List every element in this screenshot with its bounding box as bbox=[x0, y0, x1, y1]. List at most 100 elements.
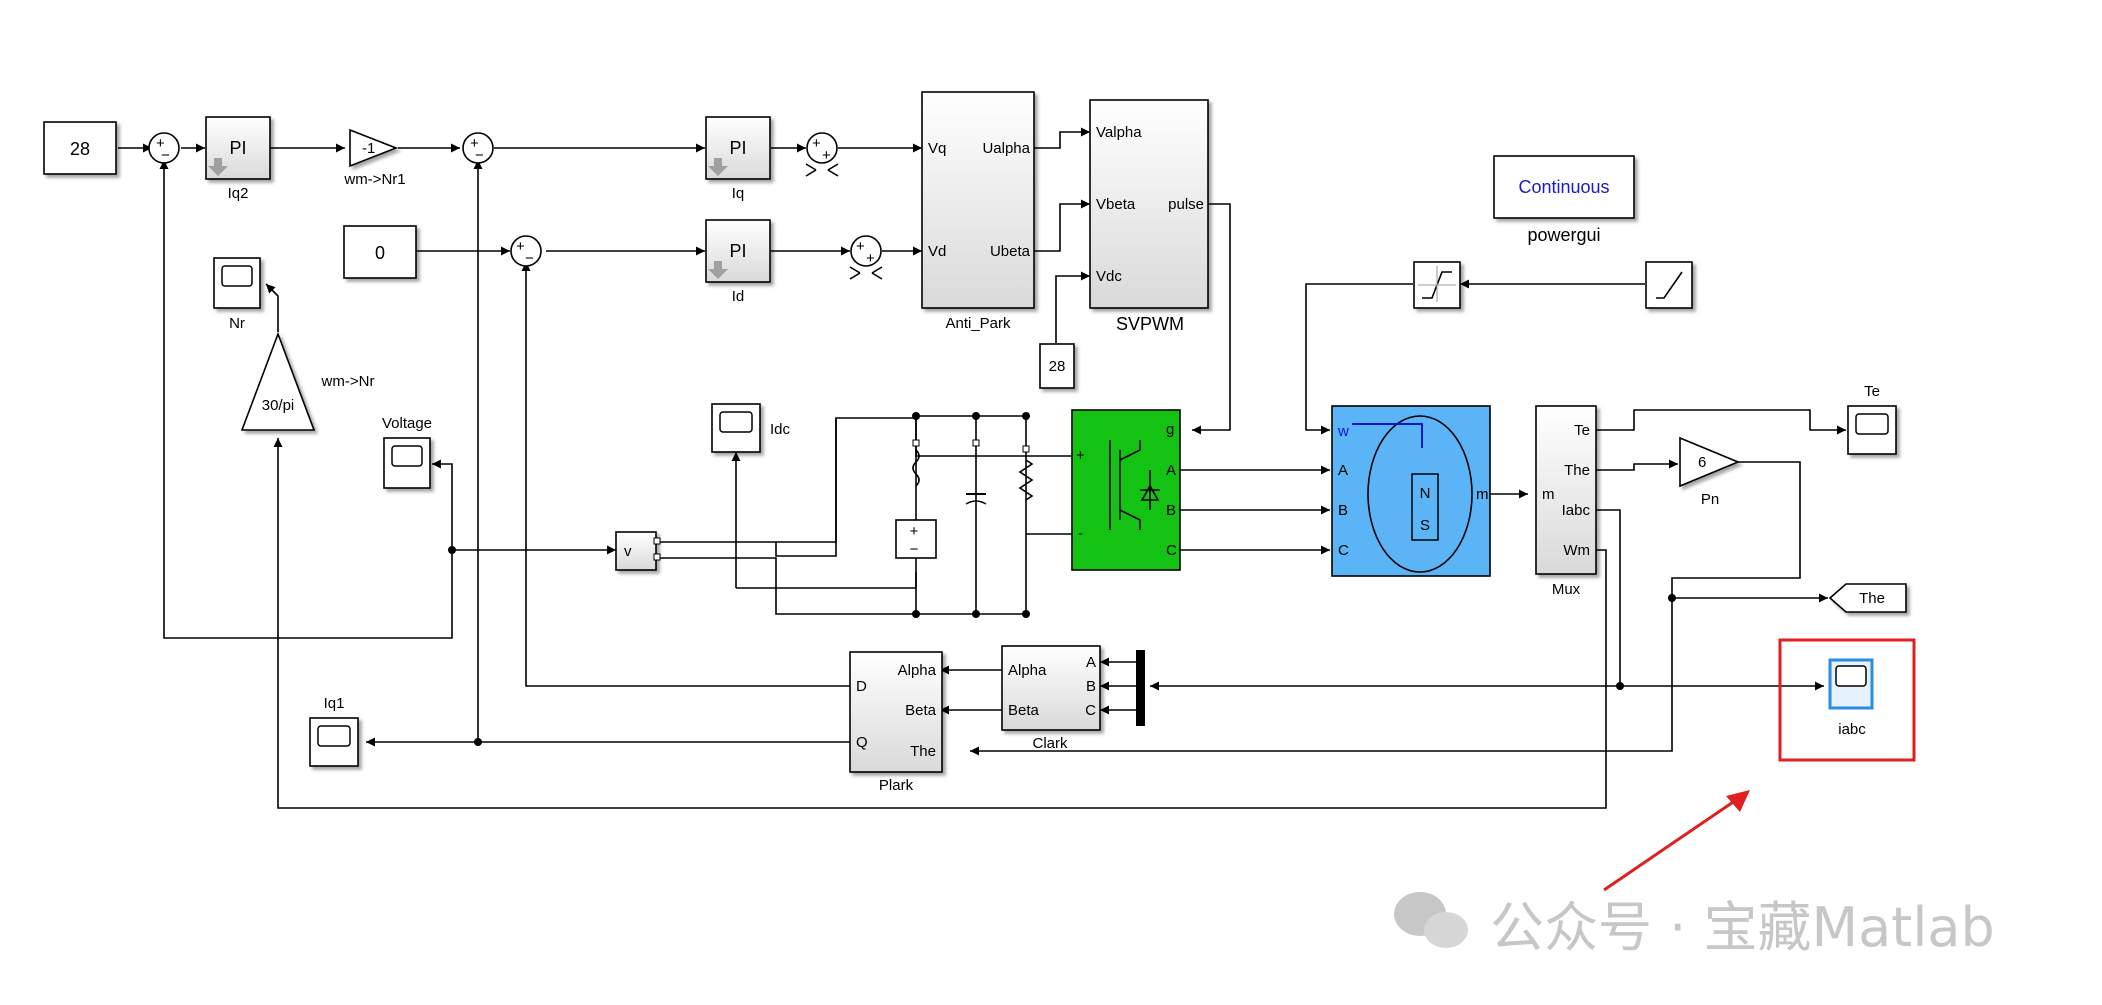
svg-text:+: + bbox=[866, 250, 875, 267]
product-block-d[interactable]: + + bbox=[849, 235, 883, 280]
constant-0-block[interactable]: 0 bbox=[343, 225, 417, 279]
ramp-block[interactable] bbox=[1645, 261, 1693, 309]
highlight-box bbox=[1778, 638, 1916, 762]
demux-bar[interactable] bbox=[1136, 650, 1145, 726]
svpwm-port-vbeta: Vbeta bbox=[1096, 196, 1136, 213]
plark-port-d: D bbox=[856, 678, 867, 695]
arrow-down-icon bbox=[708, 261, 728, 279]
gain-block-pn[interactable]: 6 Pn bbox=[1679, 436, 1741, 508]
constant-28-block[interactable]: 28 bbox=[43, 121, 117, 175]
scope-te[interactable]: Te bbox=[1847, 383, 1897, 455]
inverter-port-c: C bbox=[1166, 542, 1177, 559]
mux-port-the: The bbox=[1564, 462, 1590, 479]
scope-iabc[interactable]: iabc bbox=[1828, 658, 1874, 738]
motor-port-w: w bbox=[1337, 423, 1349, 440]
pi-controller-iq2[interactable]: PI Iq2 bbox=[205, 116, 271, 202]
constant-28-vdc-value: 28 bbox=[1049, 358, 1066, 375]
junction-dots bbox=[448, 412, 1676, 746]
svg-text:+: + bbox=[856, 238, 865, 255]
inverter-port-minus: - bbox=[1078, 525, 1083, 542]
plark-port-alpha: Alpha bbox=[898, 662, 937, 679]
clark-port-alpha: Alpha bbox=[1008, 662, 1047, 679]
pi-controller-id[interactable]: PI Id bbox=[705, 219, 771, 305]
scope-idc-label: Idc bbox=[770, 421, 791, 438]
motor-pole-s: S bbox=[1420, 517, 1430, 534]
anti-park-name: Anti_Park bbox=[945, 315, 1011, 332]
sum-block-2[interactable]: + − bbox=[462, 132, 494, 164]
dc-circuit: + − bbox=[895, 439, 1034, 559]
anti-park-block[interactable]: Vq Vd Ualpha Ubeta Anti_Park bbox=[921, 91, 1035, 332]
arrow-down-icon bbox=[708, 158, 728, 176]
mux-port-iabc: Iabc bbox=[1562, 502, 1591, 519]
clark-block[interactable]: Alpha Beta A B C Clark bbox=[1001, 645, 1101, 752]
motor-port-c: C bbox=[1338, 542, 1349, 559]
inverter-port-g: g bbox=[1166, 421, 1174, 438]
inverter-port-b: B bbox=[1166, 502, 1176, 519]
svpwm-block[interactable]: Valpha Vbeta Vdc pulse SVPWM bbox=[1089, 99, 1209, 334]
plark-port-q: Q bbox=[856, 734, 868, 751]
scope-te-label: Te bbox=[1864, 383, 1880, 400]
watermark-text: 公众号 · 宝藏Matlab bbox=[1490, 896, 1995, 959]
clark-port-a: A bbox=[1086, 654, 1096, 671]
goto-the-label: The bbox=[1859, 590, 1885, 607]
gain-6-value: 6 bbox=[1698, 454, 1706, 471]
pi-id-name: Id bbox=[732, 288, 745, 305]
gain-30pi-value: 30/pi bbox=[262, 397, 295, 414]
inverter-port-a: A bbox=[1166, 462, 1176, 479]
saturation-block[interactable] bbox=[1413, 261, 1461, 309]
scope-voltage[interactable]: Voltage bbox=[382, 415, 432, 489]
powergui-name: powergui bbox=[1527, 225, 1600, 245]
voltage-measurement-block[interactable]: v bbox=[615, 531, 661, 571]
mux-in-m: m bbox=[1542, 486, 1555, 503]
motor-port-b: B bbox=[1338, 502, 1348, 519]
pi-controller-iq[interactable]: PI Iq bbox=[705, 116, 771, 202]
vmeas-label: v bbox=[624, 543, 632, 560]
pmsm-motor-block[interactable]: N S w A B C m bbox=[1331, 405, 1491, 577]
clark-port-b: B bbox=[1086, 678, 1096, 695]
scope-iabc-label: iabc bbox=[1838, 721, 1866, 738]
clark-port-c: C bbox=[1085, 702, 1096, 719]
powergui-block[interactable]: Continuous powergui bbox=[1493, 155, 1635, 245]
sum-block-id[interactable]: + − bbox=[510, 235, 542, 267]
constant-28-vdc-block[interactable]: 28 bbox=[1039, 343, 1075, 389]
gain-block-neg1[interactable]: -1 wm->Nr1 bbox=[343, 128, 406, 188]
plark-block[interactable]: D Q Alpha Beta The Plark bbox=[849, 651, 943, 794]
svg-text:+: + bbox=[812, 135, 821, 152]
constant-0-value: 0 bbox=[375, 243, 385, 263]
annotation-arrow bbox=[1603, 790, 1750, 892]
sum-block-1[interactable]: + − bbox=[148, 132, 180, 164]
svg-text:−: − bbox=[910, 541, 919, 558]
pi-id-label: PI bbox=[729, 241, 746, 261]
mux-block[interactable]: m Te The Iabc Wm Mux bbox=[1535, 405, 1597, 598]
anti-park-port-ualpha: Ualpha bbox=[982, 140, 1030, 157]
scope-voltage-label: Voltage bbox=[382, 415, 432, 432]
scope-iq1[interactable]: Iq1 bbox=[309, 695, 359, 767]
signal-lines[interactable] bbox=[118, 127, 1846, 809]
powergui-mode: Continuous bbox=[1518, 177, 1609, 197]
product-block-q[interactable]: + + bbox=[805, 132, 839, 177]
svpwm-port-pulse: pulse bbox=[1168, 196, 1204, 213]
gain-block-30pi[interactable]: 30/pi wm->Nr bbox=[240, 331, 374, 431]
svg-text:+: + bbox=[470, 135, 479, 152]
arrow-down-icon bbox=[208, 158, 228, 176]
clark-name: Clark bbox=[1032, 735, 1068, 752]
svg-text:+: + bbox=[822, 147, 831, 164]
plark-port-the: The bbox=[910, 743, 936, 760]
svg-text:−: − bbox=[525, 250, 534, 267]
anti-park-port-ubeta: Ubeta bbox=[990, 243, 1031, 260]
pi-iq2-name: Iq2 bbox=[228, 185, 249, 202]
goto-the-tag[interactable]: The bbox=[1828, 583, 1907, 613]
anti-park-port-vd: Vd bbox=[928, 243, 946, 260]
motor-pole-n: N bbox=[1420, 485, 1431, 502]
motor-port-a: A bbox=[1338, 462, 1348, 479]
pi-iq-label: PI bbox=[729, 138, 746, 158]
mux-port-te: Te bbox=[1574, 422, 1590, 439]
svpwm-port-valpha: Valpha bbox=[1096, 124, 1142, 141]
scope-idc[interactable]: Idc bbox=[711, 403, 791, 453]
anti-park-port-vq: Vq bbox=[928, 140, 946, 157]
scope-iq1-label: Iq1 bbox=[324, 695, 345, 712]
pi-iq2-label: PI bbox=[229, 138, 246, 158]
scope-nr[interactable]: Nr bbox=[213, 257, 261, 332]
motor-port-m: m bbox=[1476, 486, 1489, 503]
inverter-bridge[interactable]: g A B C + - bbox=[1071, 409, 1181, 571]
